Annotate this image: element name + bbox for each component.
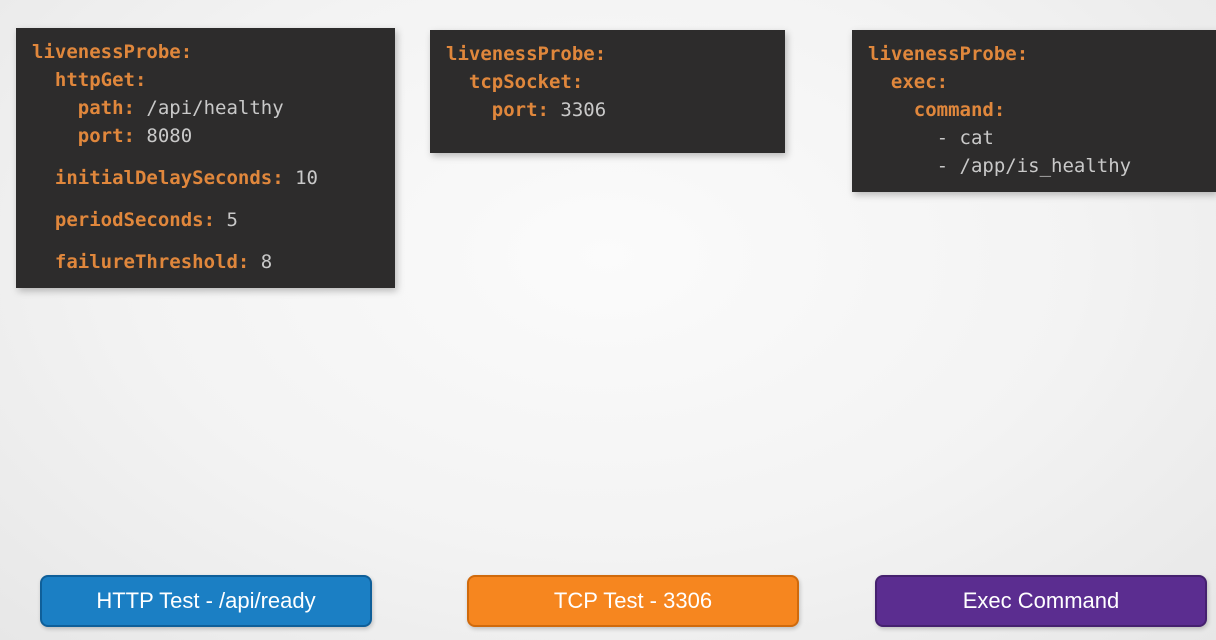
code-token-key: port:: [77, 125, 135, 147]
code-line: httpGet:: [32, 66, 379, 94]
tcp-test-button-label: TCP Test - 3306: [553, 588, 713, 613]
code-token-plain: [32, 97, 78, 119]
code-token-key: port:: [491, 99, 549, 121]
code-token-key: livenessProbe:: [868, 43, 1029, 65]
code-blank-line: [32, 192, 379, 206]
code-line: tcpSocket:: [446, 68, 769, 96]
code-token-val: 8080: [134, 125, 193, 147]
code-token-plain: [446, 99, 492, 121]
code-line: livenessProbe:: [446, 40, 769, 68]
http-test-button[interactable]: HTTP Test - /api/ready: [40, 575, 372, 627]
code-line: path: /api/healthy: [32, 94, 379, 122]
code-token-val: 10: [283, 167, 318, 189]
code-token-key: periodSeconds:: [54, 209, 216, 231]
code-line: livenessProbe:: [32, 38, 379, 66]
code-token-plain: [32, 125, 78, 147]
code-token-val: - cat: [868, 127, 994, 149]
exec-command-button[interactable]: Exec Command: [875, 575, 1207, 627]
code-token-val: 3306: [548, 99, 607, 121]
code-line: - /app/is_healthy: [868, 152, 1200, 180]
code-token-key: livenessProbe:: [446, 43, 607, 65]
code-token-key: livenessProbe:: [32, 41, 193, 63]
code-line: port: 8080: [32, 122, 379, 150]
code-token-plain: [32, 69, 55, 91]
tcp-test-button[interactable]: TCP Test - 3306: [467, 575, 799, 627]
code-token-plain: [32, 167, 55, 189]
code-token-key: initialDelaySeconds:: [54, 167, 284, 189]
code-line: exec:: [868, 68, 1200, 96]
code-token-plain: [868, 71, 891, 93]
code-token-plain: [446, 71, 469, 93]
code-line: - cat: [868, 124, 1200, 152]
code-token-plain: [868, 99, 914, 121]
code-token-key: exec:: [890, 71, 949, 93]
code-token-val: 8: [249, 251, 273, 273]
code-token-key: tcpSocket:: [468, 71, 584, 93]
code-block-exec-probe: livenessProbe: exec: command: - cat - /a…: [852, 30, 1216, 192]
code-token-key: command:: [913, 99, 1006, 121]
code-token-plain: [32, 209, 55, 231]
code-token-plain: [32, 251, 55, 273]
code-blank-line: [32, 150, 379, 164]
code-token-key: failureThreshold:: [54, 251, 250, 273]
code-blank-line: [32, 234, 379, 248]
code-token-val: 5: [215, 209, 238, 231]
code-block-http-probe: livenessProbe: httpGet: path: /api/healt…: [16, 28, 395, 288]
http-test-button-label: HTTP Test - /api/ready: [96, 588, 316, 613]
code-line: failureThreshold: 8: [32, 248, 379, 276]
exec-command-button-label: Exec Command: [962, 588, 1120, 613]
code-token-val: /api/healthy: [134, 97, 284, 119]
code-line: command:: [868, 96, 1200, 124]
code-line: periodSeconds: 5: [32, 206, 379, 234]
code-line: initialDelaySeconds: 10: [32, 164, 379, 192]
code-token-key: path:: [77, 97, 135, 119]
code-block-tcp-probe: livenessProbe: tcpSocket: port: 3306: [430, 30, 785, 153]
code-line: livenessProbe:: [868, 40, 1200, 68]
code-line: port: 3306: [446, 96, 769, 124]
code-token-key: httpGet:: [54, 69, 147, 91]
code-token-val: - /app/is_healthy: [868, 155, 1132, 177]
